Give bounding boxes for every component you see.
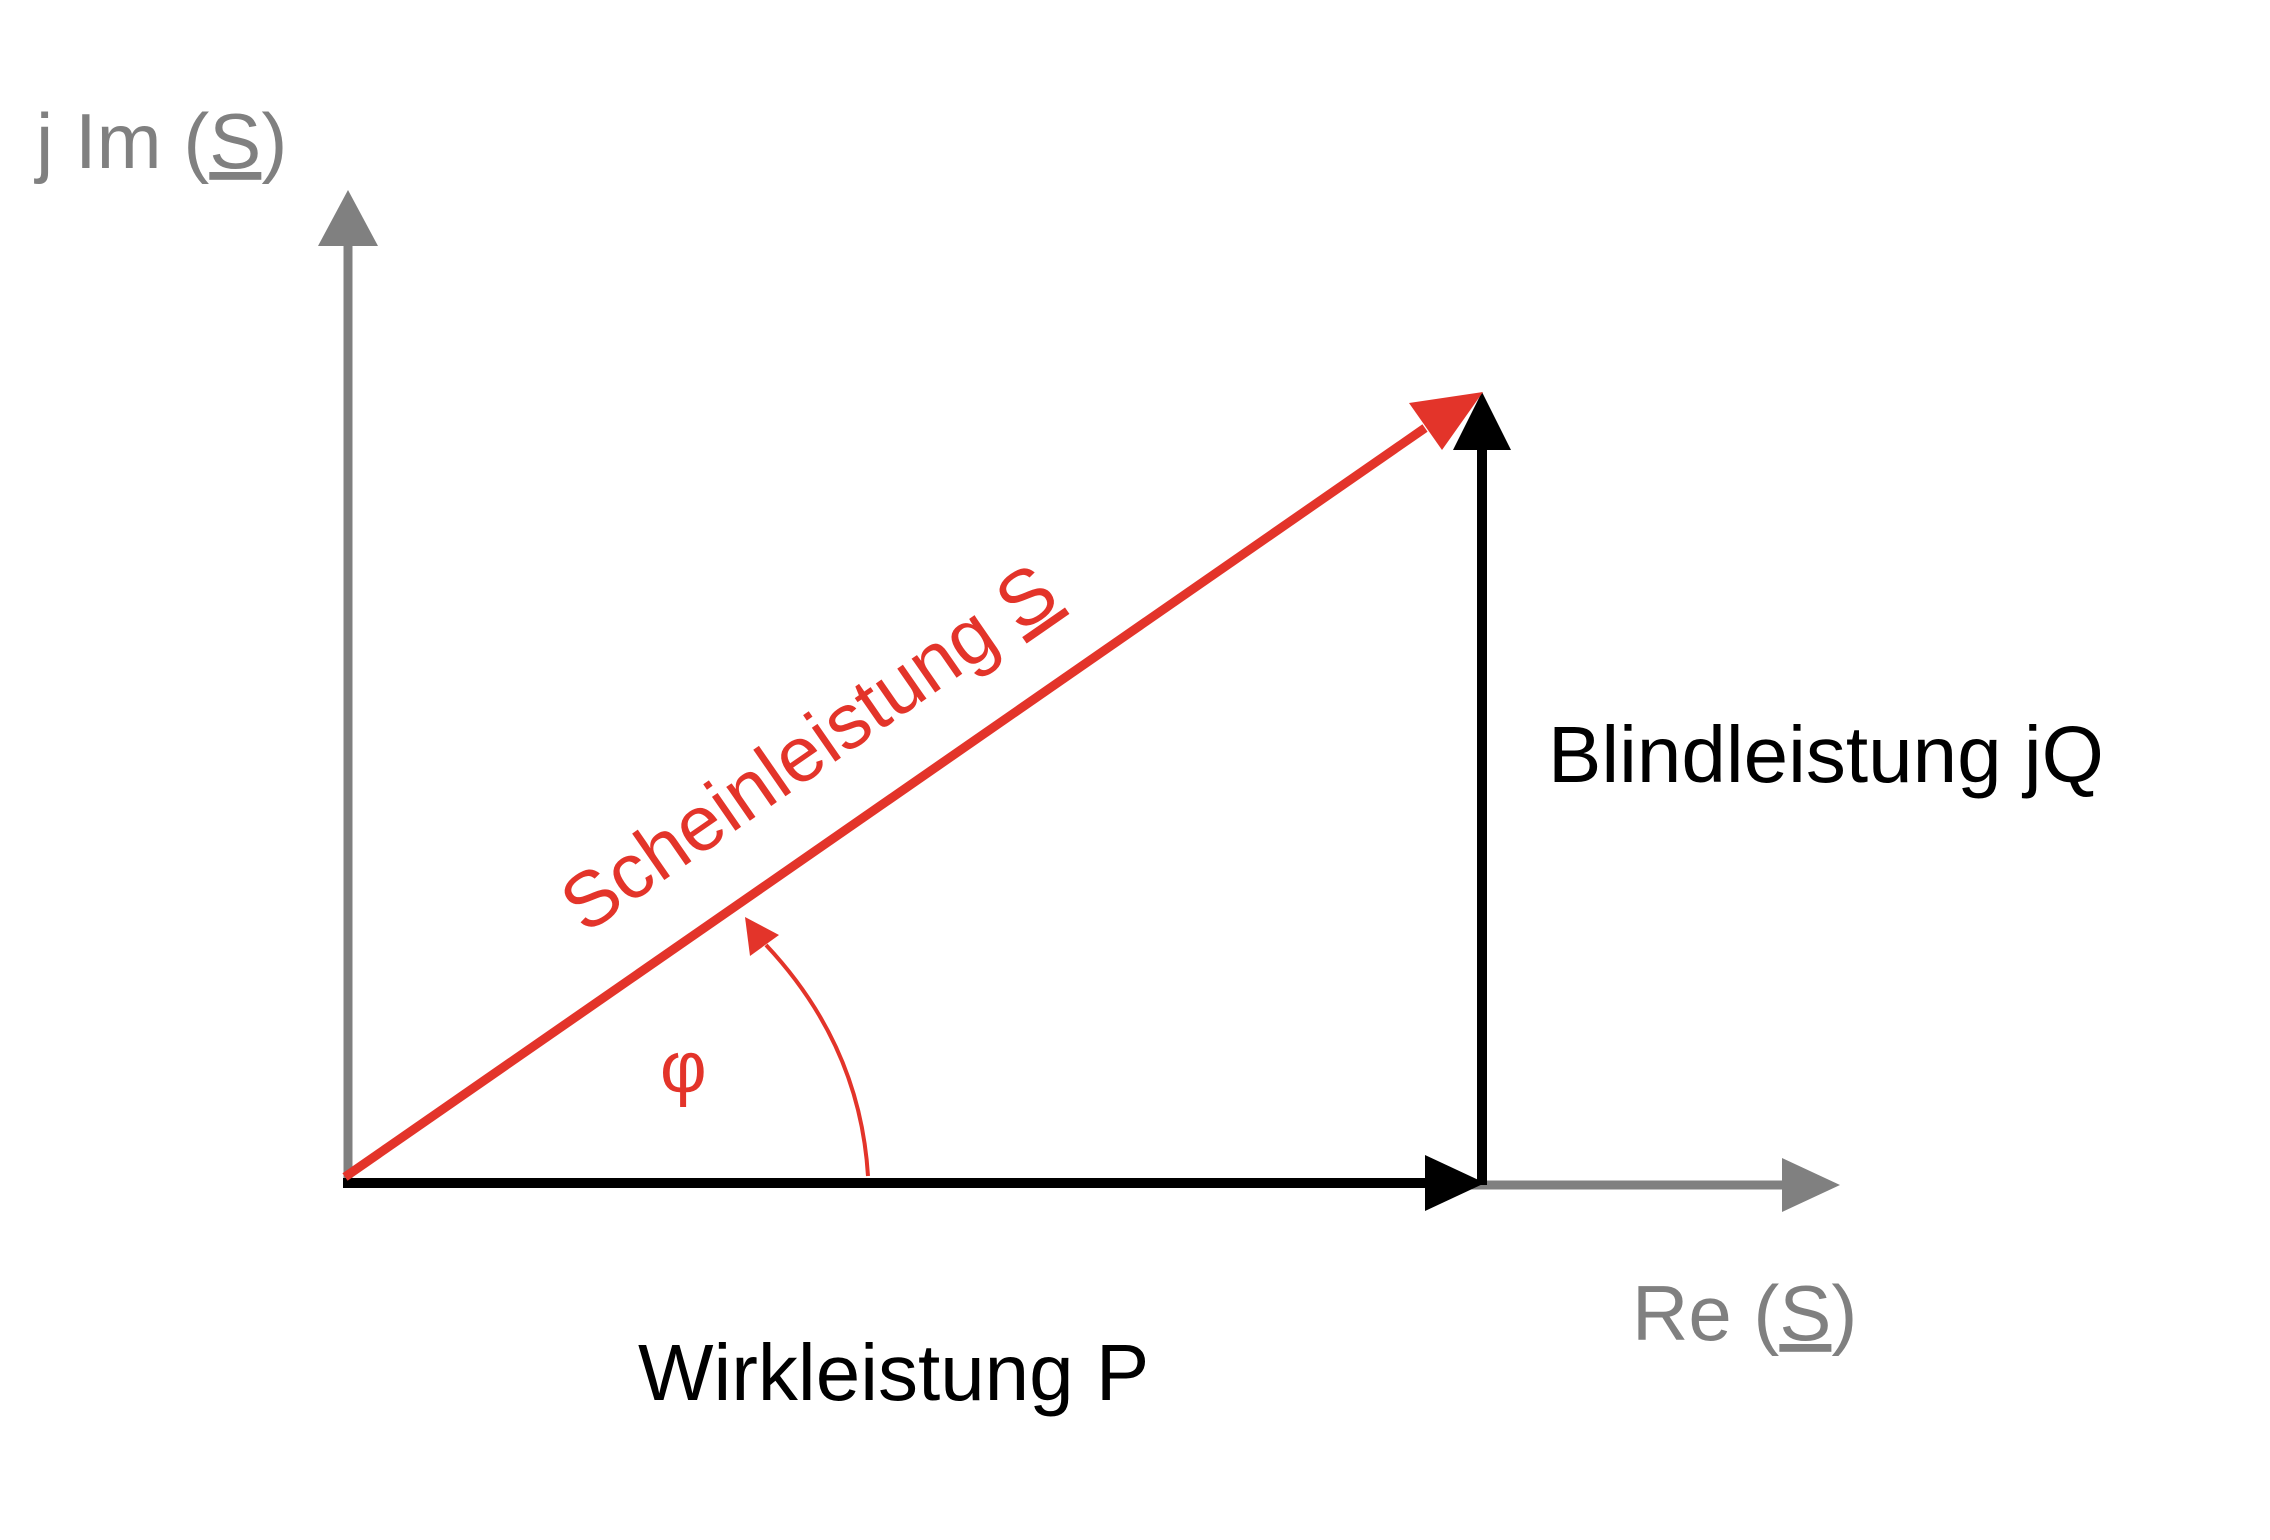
angle-arc-path — [764, 943, 870, 1177]
reactive-power-label: Blindleistung jQ — [1548, 710, 2104, 799]
imaginary-axis — [318, 190, 378, 1180]
apparent-power-label-text: Scheinleistung — [545, 575, 1030, 949]
active-power-arrowhead — [1425, 1155, 1485, 1211]
real-axis-label-suffix: ) — [1831, 1269, 1857, 1357]
imaginary-axis-label-prefix: j Im ( — [34, 97, 209, 185]
real-axis — [1470, 1158, 1840, 1212]
reactive-power-arrowhead — [1453, 392, 1511, 450]
apparent-power-arrowhead — [1409, 392, 1483, 450]
active-power-label: Wirkleistung P — [638, 1328, 1149, 1417]
real-axis-label-prefix: Re ( — [1632, 1269, 1779, 1357]
real-axis-arrowhead — [1782, 1158, 1840, 1212]
imaginary-axis-label-suffix: ) — [261, 97, 287, 185]
imaginary-axis-arrowhead — [318, 190, 378, 246]
angle-arc-arrowhead — [745, 917, 779, 956]
active-power-vector — [343, 1155, 1485, 1211]
apparent-power-vector — [342, 392, 1483, 1181]
angle-arc — [745, 917, 870, 1177]
real-axis-label-symbol: S — [1779, 1269, 1831, 1357]
apparent-power-label: Scheinleistung S — [545, 546, 1073, 949]
imaginary-axis-label-symbol: S — [209, 97, 261, 185]
angle-label: φ — [660, 1028, 707, 1108]
imaginary-axis-label: j Im (S) — [34, 97, 287, 185]
real-axis-label: Re (S) — [1632, 1269, 1857, 1357]
reactive-power-vector — [1453, 392, 1511, 1185]
apparent-power-line — [342, 424, 1428, 1181]
